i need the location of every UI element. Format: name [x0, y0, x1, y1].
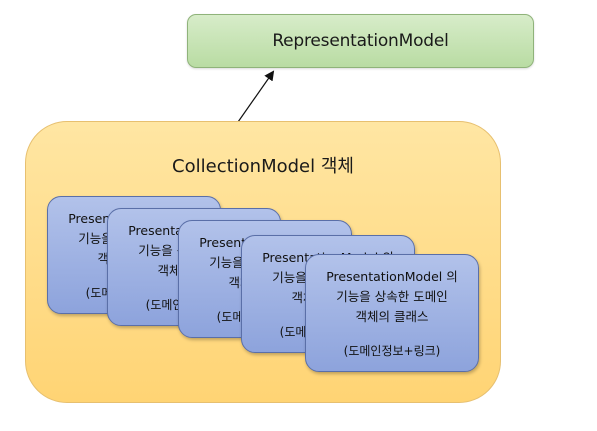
representation-model-box: RepresentationModel	[187, 14, 534, 68]
card-line-3: 객체의 클래스	[355, 309, 429, 324]
domain-object-card-front: PresentationModel 의 기능을 상속한 도메인 객체의 클래스 …	[305, 254, 479, 372]
card-line-1: PresentationModel 의	[326, 269, 458, 284]
card-line-4: (도메인정보+링크)	[343, 344, 441, 358]
collection-model-label: CollectionModel 객체	[172, 156, 354, 177]
representation-model-label: RepresentationModel	[272, 31, 449, 51]
card-line-2: 기능을 상속한 도메인	[336, 289, 448, 304]
